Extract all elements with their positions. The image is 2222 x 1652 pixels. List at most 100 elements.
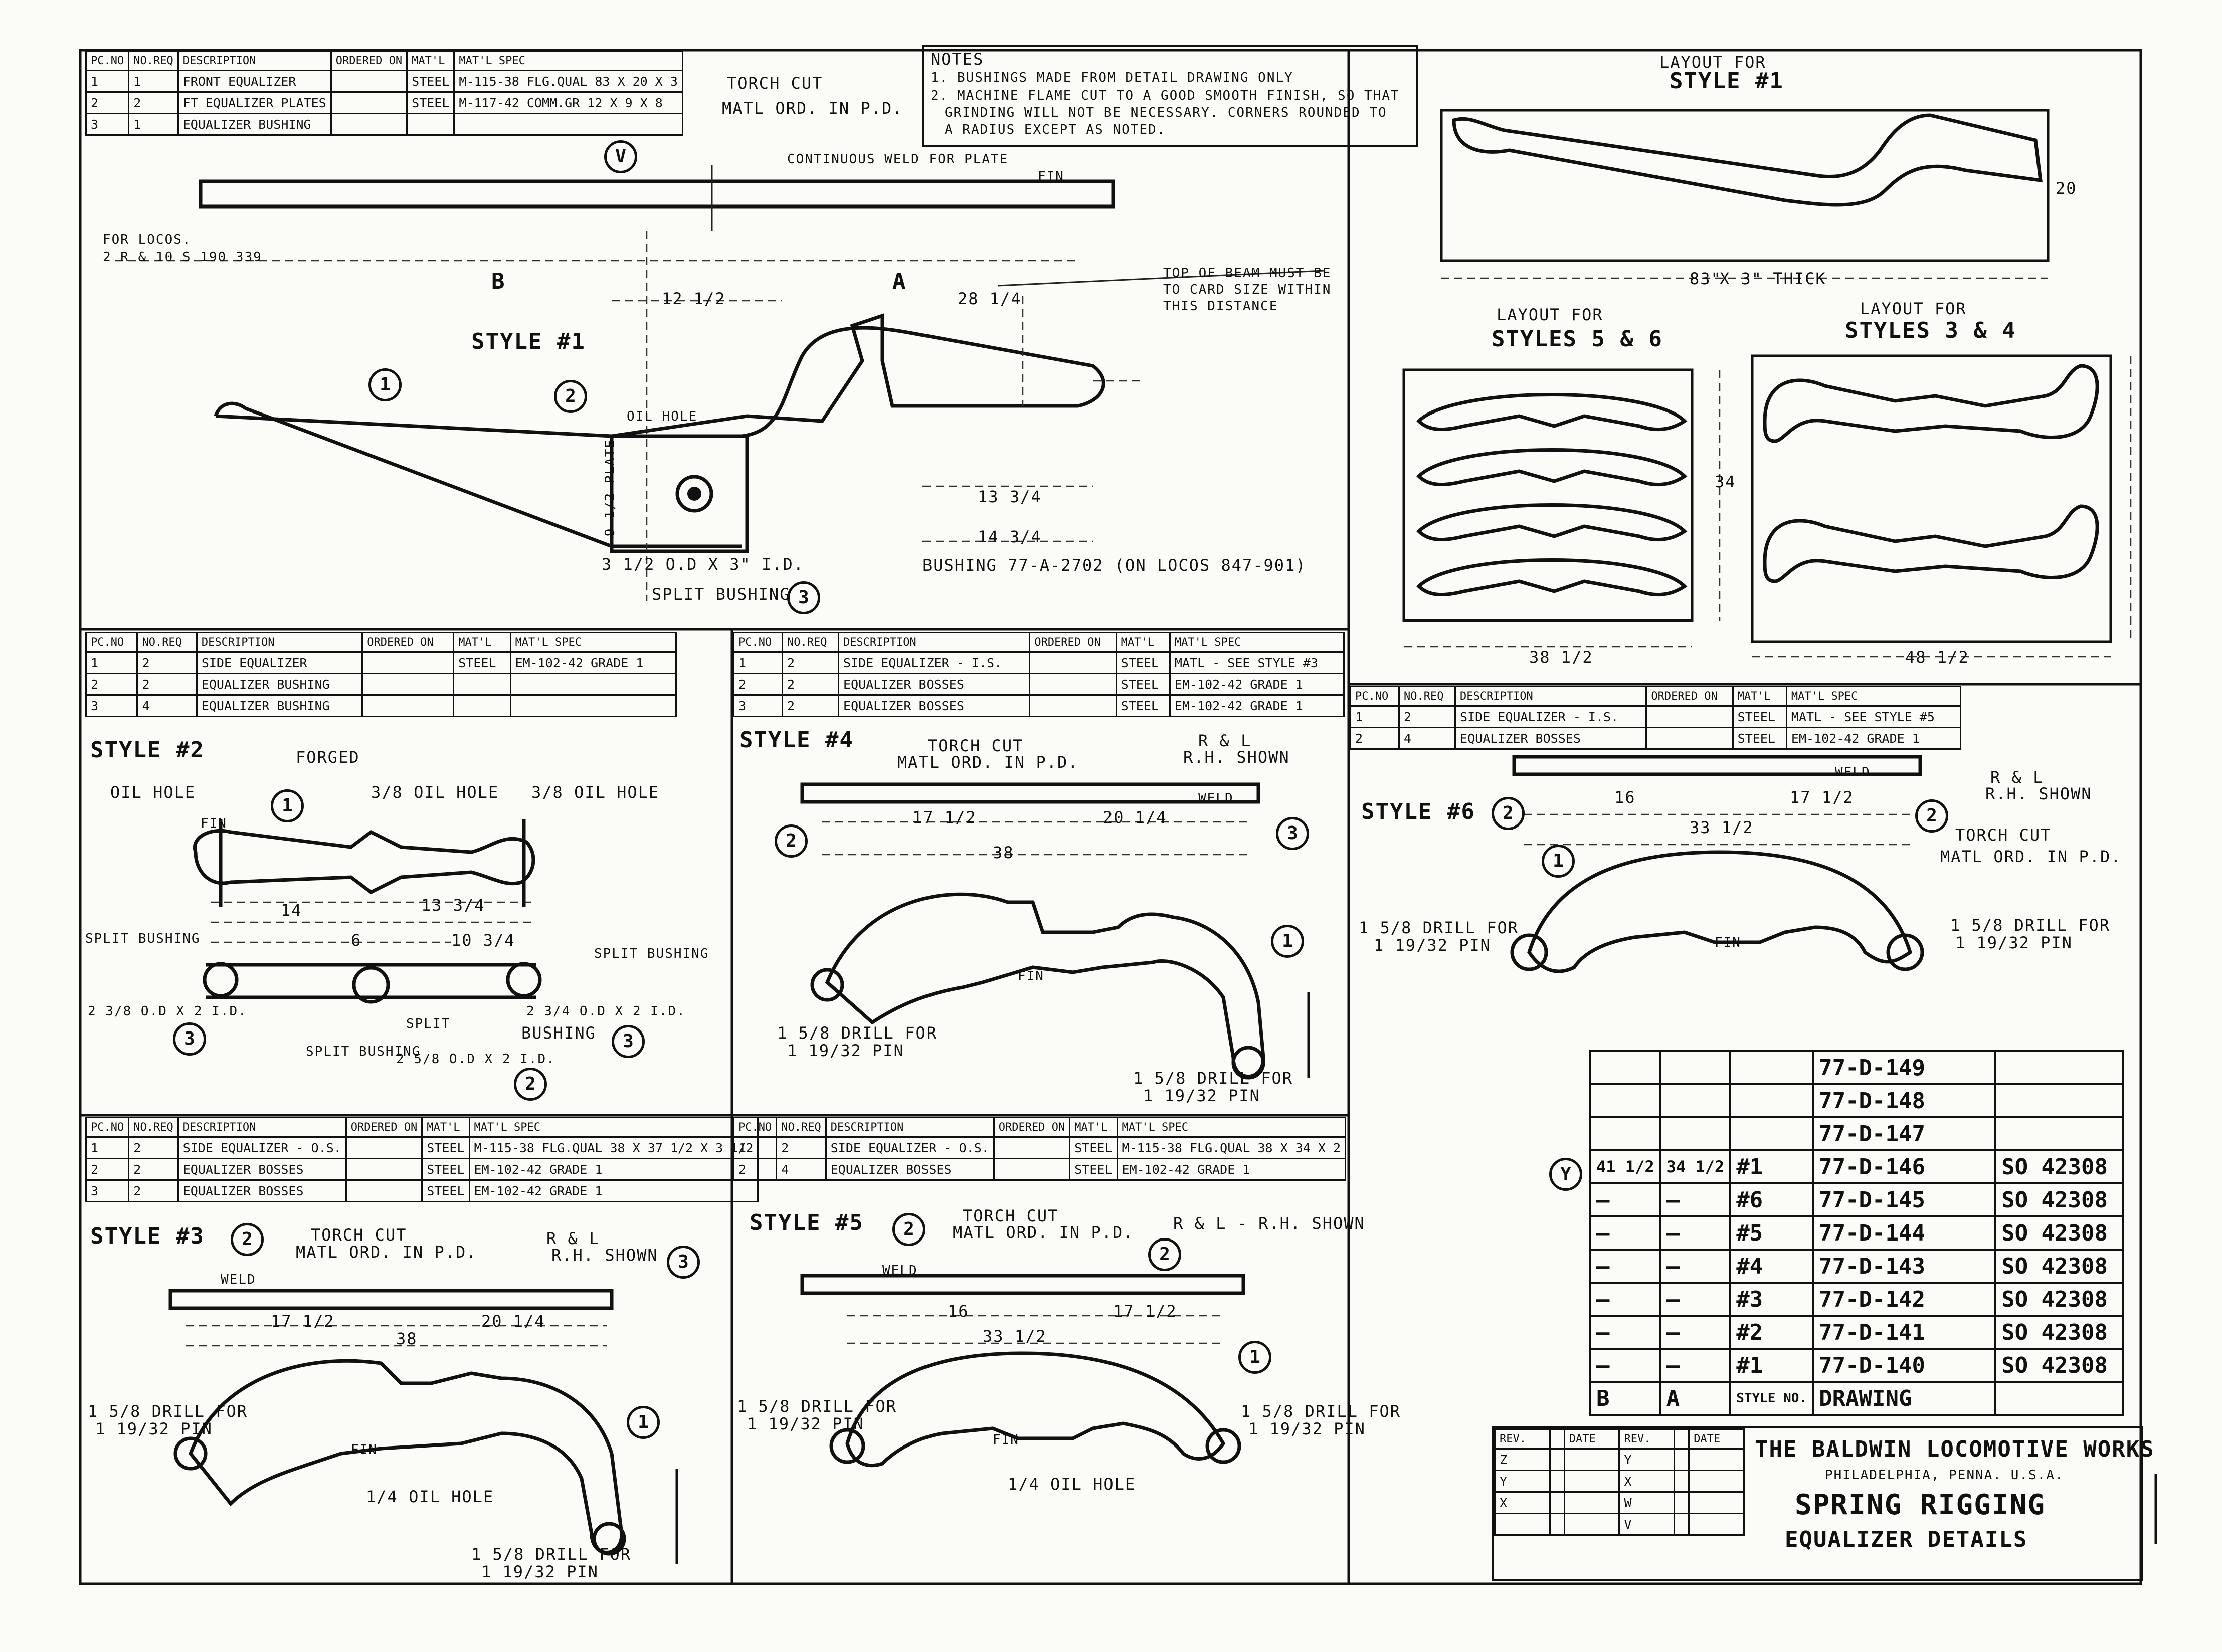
cell-drawing: 77-D-143 bbox=[1812, 1249, 1997, 1284]
col-pc-no: PC.NO bbox=[85, 1117, 130, 1138]
cell: 2 bbox=[776, 1136, 827, 1159]
cell: 2 bbox=[136, 673, 198, 696]
cell: EQUALIZER BOSSES bbox=[838, 694, 1031, 717]
dim-33: 33 1/2 bbox=[983, 1327, 1047, 1346]
table-row: 2 2 FT EQUALIZER PLATES STEEL M-117-42 C… bbox=[85, 91, 683, 114]
rev-col: DATE bbox=[1688, 1428, 1745, 1450]
cell: STEEL bbox=[406, 70, 455, 93]
cell: EQUALIZER BUSHING bbox=[196, 694, 363, 717]
pin-note: 1 19/32 PIN bbox=[1143, 1086, 1260, 1105]
top-of-beam-note: TOP OF BEAM MUST BE bbox=[1163, 266, 1332, 281]
drill-note: 1 5/8 DRILL FOR bbox=[471, 1545, 631, 1564]
table-row: 1 1 FRONT EQUALIZER STEEL M-115-38 FLG.Q… bbox=[85, 70, 683, 93]
dim-20: 20 1/4 bbox=[1103, 808, 1167, 827]
cell: MATL - SEE STYLE #5 bbox=[1785, 705, 1962, 728]
cell: 4 bbox=[1398, 727, 1456, 750]
dim-28: 28 1/4 bbox=[958, 289, 1022, 308]
pin-note: 1 19/32 PIN bbox=[95, 1419, 213, 1438]
layout-styles56-sub: STYLES 5 & 6 bbox=[1492, 326, 1663, 352]
layout-styles34-sub: STYLES 3 & 4 bbox=[1845, 318, 2016, 343]
oil-hole-note: 3/8 OIL HOLE bbox=[371, 783, 499, 802]
cell: 2 bbox=[781, 694, 840, 717]
drill-note: 1 5/8 DRILL FOR bbox=[1241, 1402, 1401, 1421]
cell-style: #1 bbox=[1729, 1348, 1814, 1383]
dim-B: B bbox=[491, 269, 506, 294]
cell-a: — bbox=[1659, 1249, 1732, 1284]
cell-a: — bbox=[1659, 1182, 1732, 1217]
cell bbox=[361, 694, 455, 717]
cell: 2 bbox=[733, 673, 783, 696]
rev-bubble-V: V bbox=[604, 140, 637, 173]
col-description: DESCRIPTION bbox=[177, 1117, 347, 1138]
rev-mark: X bbox=[1494, 1491, 1551, 1514]
drill-note: 1 5/8 DRILL FOR bbox=[737, 1397, 897, 1416]
cell: STEEL bbox=[1115, 651, 1171, 674]
table-row: 77-D-148 bbox=[1589, 1083, 2124, 1118]
dim-14: 14 3/4 bbox=[978, 527, 1042, 546]
layout-style1-sub: STYLE #1 bbox=[1670, 68, 1784, 94]
cell-b: — bbox=[1589, 1315, 1661, 1350]
cell: STEEL bbox=[421, 1158, 470, 1181]
cell bbox=[361, 651, 455, 674]
col-matl-spec: MAT'L SPEC bbox=[1116, 1117, 1347, 1138]
cell: STEEL bbox=[421, 1136, 470, 1159]
col-no-req: NO.REQ bbox=[776, 1117, 827, 1138]
cell bbox=[1029, 673, 1117, 696]
rev-col: DATE bbox=[1563, 1428, 1620, 1450]
dim-17: 17 1/2 bbox=[1113, 1302, 1177, 1321]
rev-bubble-Y: Y bbox=[1549, 1158, 1582, 1191]
dim-13: 13 3/4 bbox=[978, 487, 1042, 506]
weld-note: WELD bbox=[1835, 765, 1871, 780]
style4-equalizer-drawing bbox=[800, 782, 1310, 1080]
fin-note: FIN bbox=[1018, 969, 1044, 984]
cell-drawing: 77-D-141 bbox=[1812, 1315, 1997, 1350]
dim-38: 38 bbox=[993, 843, 1014, 862]
for-locos-note: FOR LOCOS. bbox=[103, 232, 192, 247]
cell: M-115-38 FLG.QUAL 83 X 20 X 3 bbox=[453, 70, 683, 93]
col-ordered-on: ORDERED ON bbox=[1645, 686, 1734, 707]
cell-a bbox=[1659, 1116, 1732, 1151]
col-matl: MAT'L bbox=[421, 1117, 470, 1138]
style3-label: STYLE #3 bbox=[90, 1223, 205, 1249]
col-no-req: NO.REQ bbox=[128, 50, 179, 71]
part-bubble-3: 3 bbox=[667, 1246, 700, 1279]
layout-style1-dim: 83" bbox=[1690, 269, 1722, 288]
parts-table-style6: PC.NO NO.REQ DESCRIPTION ORDERED ON MAT'… bbox=[1350, 686, 1962, 750]
col-ordered-on: ORDERED ON bbox=[993, 1117, 1071, 1138]
cell-b: — bbox=[1589, 1282, 1661, 1317]
col-pc-no: PC.NO bbox=[732, 1117, 778, 1138]
for-locos-note: 2 R & 10 S 190 339 bbox=[103, 250, 262, 265]
split-bushing-note: SPLIT BUSHING bbox=[306, 1044, 421, 1059]
dim-14: 14 bbox=[281, 901, 302, 920]
cell bbox=[345, 1136, 423, 1159]
notes-line: 2. MACHINE FLAME CUT TO A GOOD SMOOTH FI… bbox=[931, 88, 1400, 103]
part-bubble-2: 2 bbox=[775, 824, 808, 858]
style6-equalizer-drawing bbox=[1510, 755, 1924, 973]
cell: EM-102-42 GRADE 1 bbox=[468, 1158, 759, 1181]
cell: 2 bbox=[128, 91, 179, 114]
col-no-req: NO.REQ bbox=[1398, 686, 1456, 707]
oil-hole-note: 1/4 OIL HOLE bbox=[366, 1487, 494, 1506]
rev-col bbox=[1674, 1428, 1690, 1450]
cell bbox=[453, 694, 511, 717]
company-city: PHILADELPHIA, PENNA. U.S.A. bbox=[1825, 1468, 2064, 1483]
col-matl: MAT'L bbox=[1732, 686, 1787, 707]
col-description: DESCRIPTION bbox=[825, 1117, 995, 1138]
rl-note: R & L bbox=[1990, 768, 2044, 787]
bushing-od-note: 2 5/8 O.D X 2 I.D. bbox=[396, 1052, 556, 1067]
bushing-od-note: 2 3/8 O.D X 2 I.D. bbox=[88, 1004, 247, 1019]
rev-col: REV. bbox=[1494, 1428, 1551, 1450]
col-matl-spec: MAT'L SPEC bbox=[509, 632, 677, 653]
dim-16: 16 bbox=[948, 1302, 969, 1321]
part-bubble-1: 1 bbox=[271, 789, 304, 822]
cell: EQUALIZER BOSSES bbox=[1454, 727, 1647, 750]
